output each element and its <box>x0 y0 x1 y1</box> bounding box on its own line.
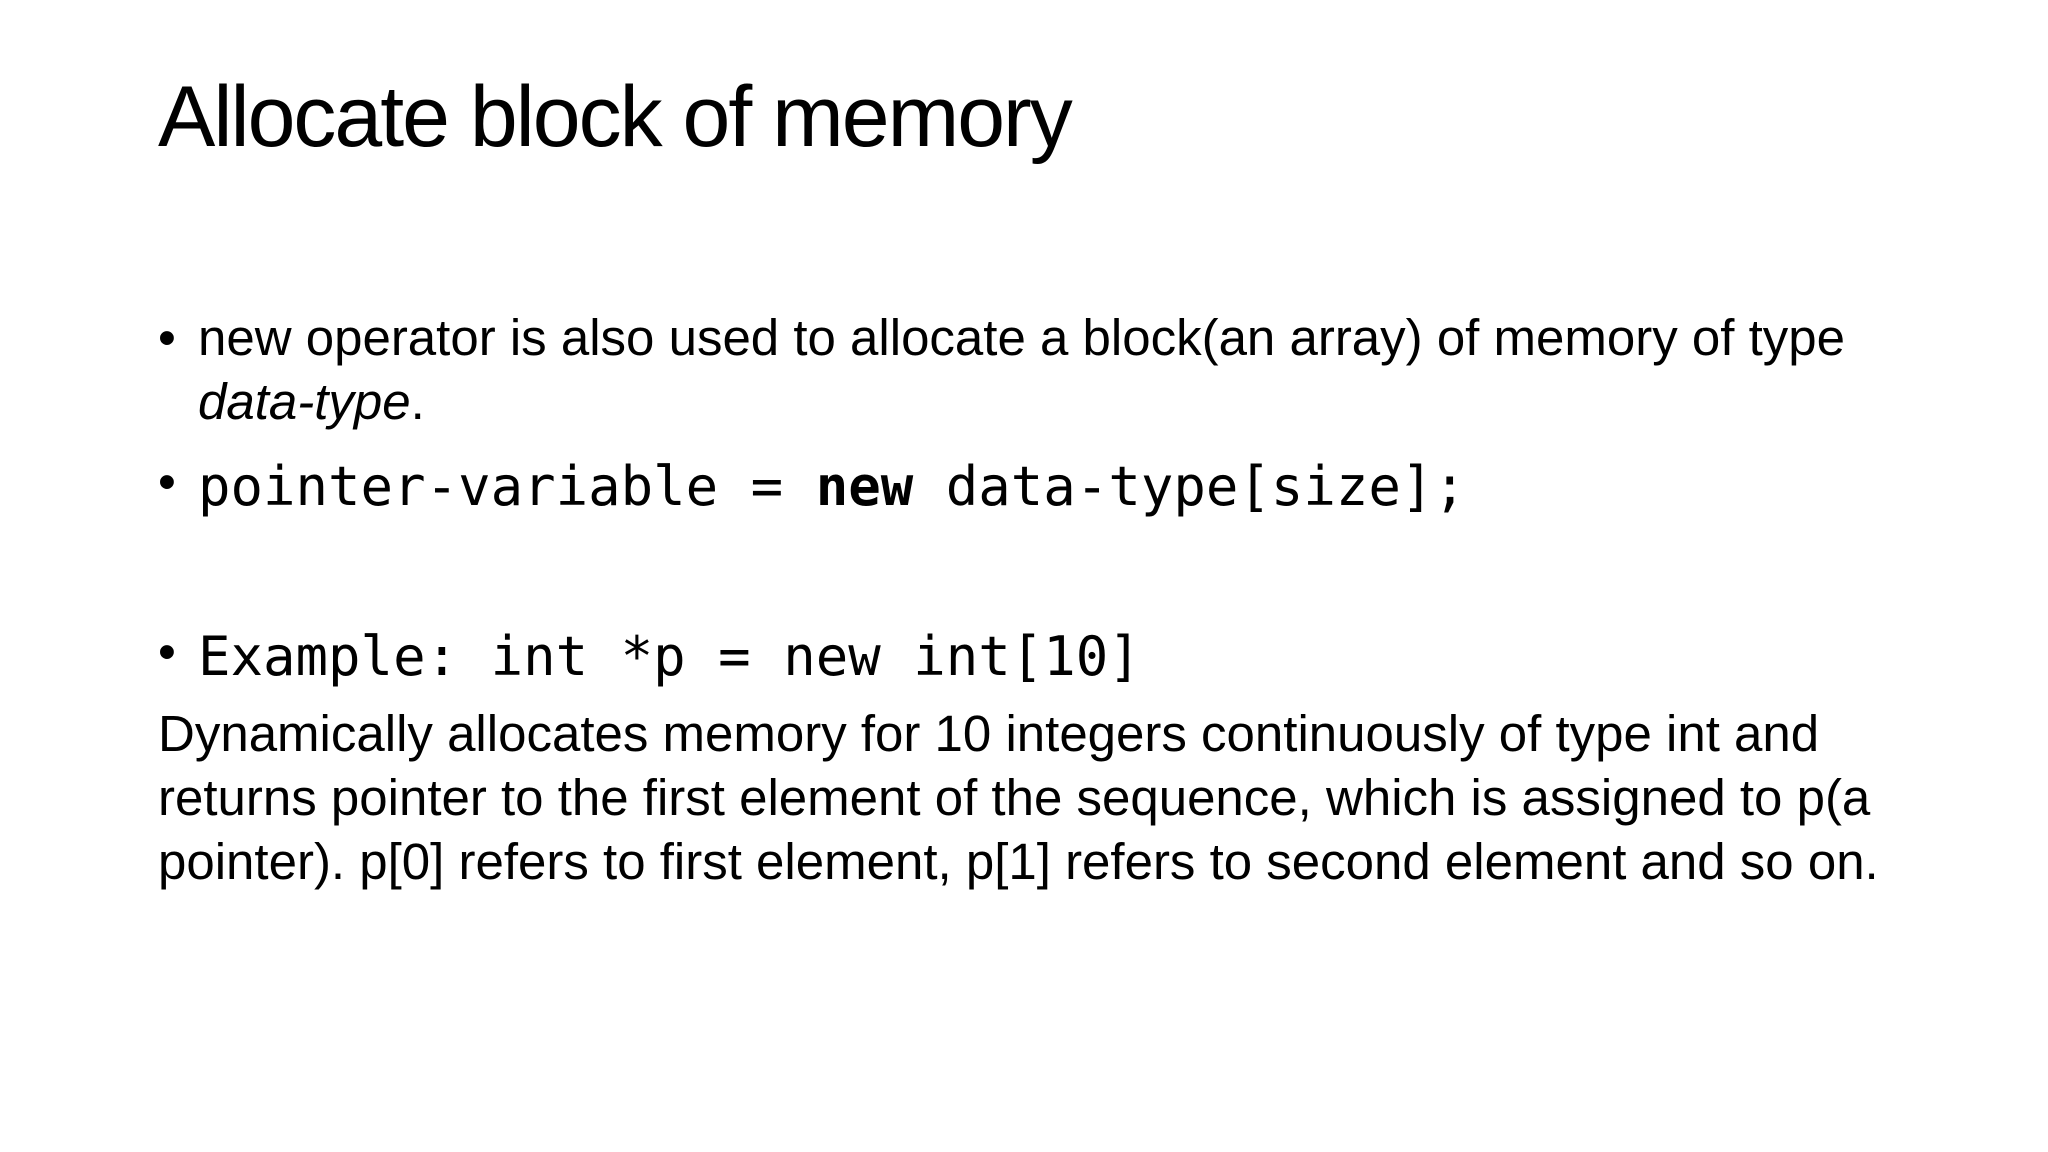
code-syntax-end: data-type[size]; <box>913 455 1466 518</box>
bullet-text: new operator is also used to allocate a … <box>198 309 1845 366</box>
explanation-paragraph: Dynamically allocates memory for 10 inte… <box>158 705 1879 890</box>
bullet-dot: • <box>158 309 176 366</box>
bullet-dot: • <box>158 453 176 510</box>
slide-title: Allocate block of memory <box>158 69 1073 165</box>
bullet-item-syntax: • pointer-variable = new data-type[size]… <box>158 450 1878 524</box>
code-keyword-new: new <box>815 455 914 518</box>
bullet-text-italic: data-type <box>198 373 411 430</box>
bullet-item-new-operator: • new operator is also used to allocate … <box>158 306 1878 434</box>
bullet-item-example: • Example: int *p = new int[10] <box>158 620 1878 694</box>
bullet-dot: • <box>158 623 176 680</box>
code-example: Example: int *p = new int[10] <box>198 625 1141 688</box>
slide-body: • new operator is also used to allocate … <box>158 306 1879 894</box>
code-syntax-start: pointer-variable = <box>198 455 816 518</box>
bullet-text-end: . <box>410 373 425 430</box>
